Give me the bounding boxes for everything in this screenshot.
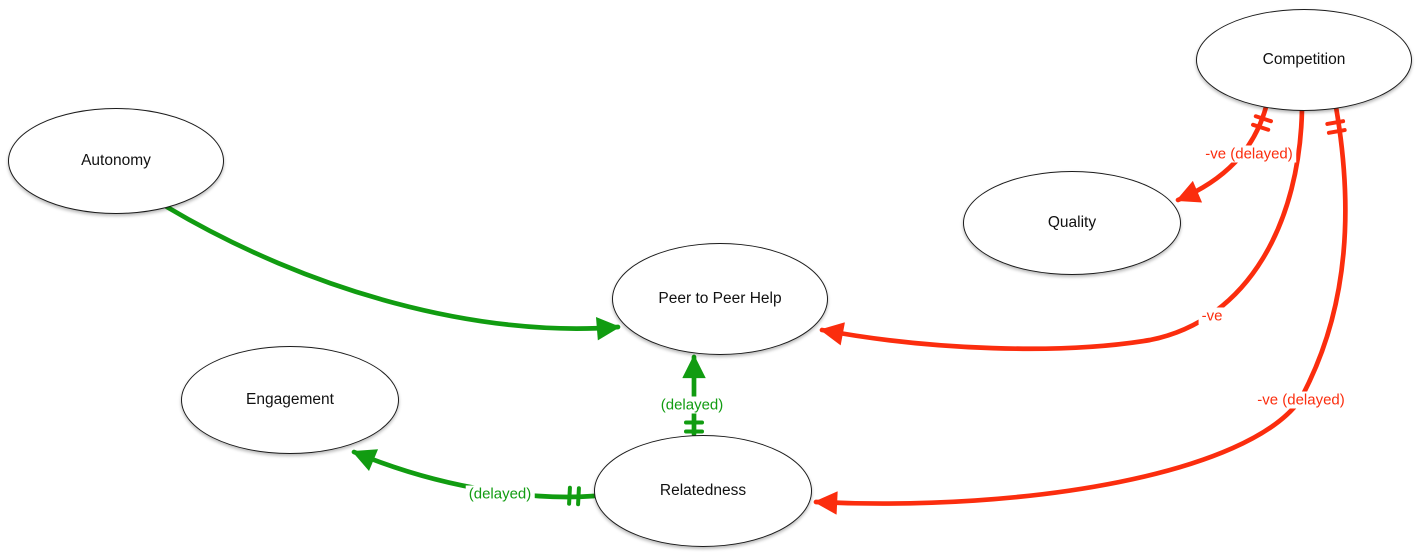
node-engagement-label: Engagement: [246, 391, 334, 408]
node-quality[interactable]: Quality: [963, 171, 1181, 275]
node-competition[interactable]: Competition: [1196, 9, 1412, 111]
edge-label-relatedness-engagement[interactable]: (delayed): [465, 485, 535, 503]
node-relatedness[interactable]: Relatedness: [594, 435, 812, 547]
delay-mark-relatedness-peer-help: [684, 420, 704, 434]
delay-mark-competition-relatedness: [1325, 119, 1347, 135]
node-peer-to-peer-help[interactable]: Peer to Peer Help: [612, 243, 828, 355]
node-autonomy[interactable]: Autonomy: [8, 108, 224, 214]
edge-label-competition-relatedness[interactable]: -ve (delayed): [1254, 391, 1348, 409]
delay-mark-competition-quality: [1251, 114, 1273, 132]
node-relatedness-label: Relatedness: [659, 482, 747, 499]
delay-mark-relatedness-engagement: [567, 485, 581, 507]
edge-autonomy-to-peer-help[interactable]: [164, 204, 621, 341]
node-autonomy-label: Autonomy: [81, 152, 151, 169]
edge-competition-to-relatedness[interactable]: [813, 104, 1348, 515]
edge-competition-to-peer-help[interactable]: [819, 106, 1305, 352]
node-peer-to-peer-help-label: Peer to Peer Help: [658, 290, 782, 307]
edge-label-competition-quality[interactable]: -ve (delayed): [1202, 145, 1296, 163]
node-competition-label: Competition: [1262, 51, 1346, 68]
node-engagement[interactable]: Engagement: [181, 346, 399, 454]
edge-label-relatedness-peer-help[interactable]: (delayed): [657, 396, 727, 414]
edge-label-competition-peer-help[interactable]: -ve: [1198, 307, 1226, 325]
node-quality-label: Quality: [1047, 214, 1097, 231]
